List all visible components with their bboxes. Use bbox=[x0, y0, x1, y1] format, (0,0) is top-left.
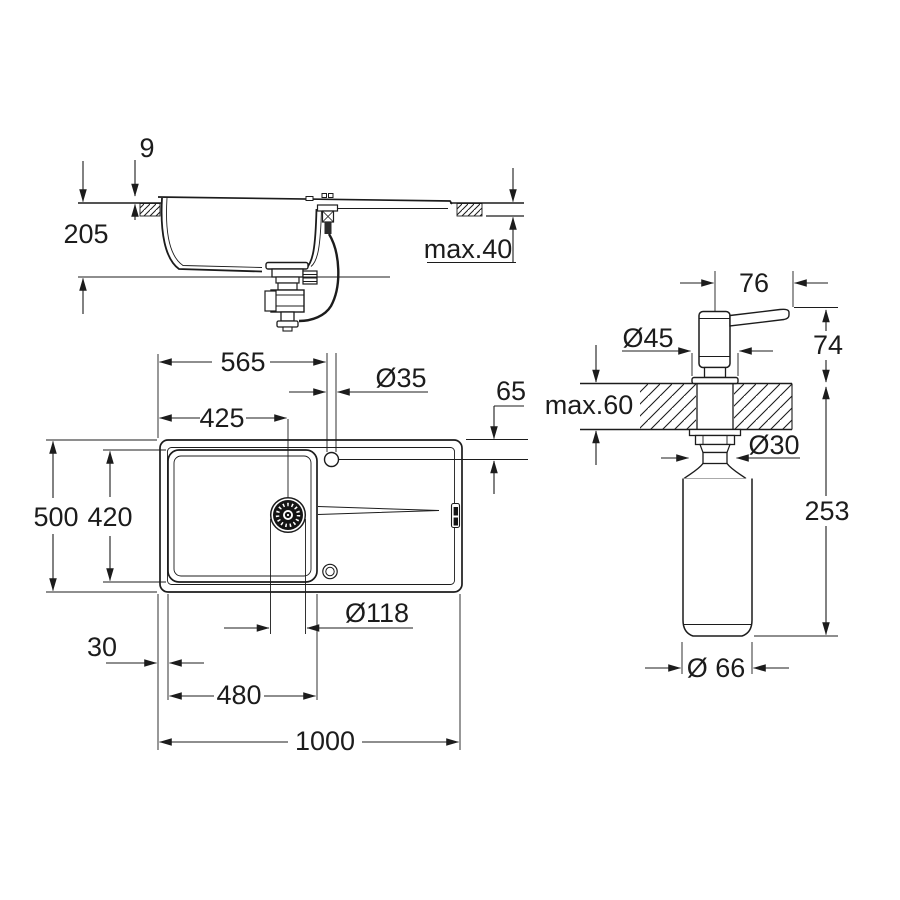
dim-label-bowl-length: 480 bbox=[216, 680, 261, 710]
dim-label-bottle-diameter: Ø 66 bbox=[687, 653, 746, 683]
bowl-overflow-inner bbox=[325, 566, 335, 577]
pump-body bbox=[698, 310, 731, 369]
dispenser-view: 76 Ø45 74 max.60 Ø30 253 Ø 66 bbox=[545, 268, 850, 683]
dispenser-counter-hatch-left bbox=[640, 384, 696, 429]
waste-actuator bbox=[264, 290, 277, 312]
pump-neck bbox=[703, 366, 727, 379]
dim-label-tap-hole-diameter: Ø35 bbox=[375, 363, 426, 393]
waste-taper bbox=[277, 282, 298, 291]
dim-label-bottle-height: 253 bbox=[804, 496, 849, 526]
bowl-wall-right-inner bbox=[310, 208, 322, 267]
dim-label-left-margin: 30 bbox=[87, 632, 117, 662]
locknut-facets bbox=[702, 435, 728, 445]
bowl-wall-left bbox=[160, 197, 263, 273]
dim-label-sink-length: 1000 bbox=[295, 726, 355, 756]
bottle-shoulder-flare bbox=[683, 463, 747, 480]
edge-slot-fill-bottom bbox=[453, 517, 458, 526]
bowl-wall-right bbox=[305, 208, 318, 270]
shank-locknut bbox=[694, 434, 736, 446]
tap-nut bbox=[324, 222, 332, 234]
dim-label-flange-diameter: Ø45 bbox=[622, 323, 673, 353]
drain-cap-center bbox=[286, 513, 290, 517]
dim-label-drain-offset-x: 425 bbox=[199, 403, 244, 433]
sink-side-view: 9 205 max.40 bbox=[63, 133, 524, 332]
strainer-flange bbox=[265, 261, 309, 270]
pump-body-seams bbox=[699, 318, 730, 357]
bowl-inner-line bbox=[173, 455, 312, 577]
dim-label-tap-offset-y: 65 bbox=[496, 376, 526, 406]
overflow-nipple bbox=[302, 270, 318, 285]
strainer-body bbox=[271, 268, 304, 278]
dim-label-spout-reach: 76 bbox=[739, 268, 769, 298]
shank-washer bbox=[688, 428, 742, 437]
overflow-plug bbox=[305, 196, 314, 201]
overflow-nipple-ribs bbox=[303, 274, 317, 282]
drain-slots bbox=[275, 502, 301, 528]
strainer-neck bbox=[275, 276, 300, 284]
dim-label-counter-max60: max.60 bbox=[545, 390, 634, 420]
overflow-hose bbox=[298, 233, 340, 323]
dim-label-bowl-depth: 205 bbox=[63, 219, 108, 249]
tap-washer bbox=[316, 204, 339, 212]
dispenser-counter-hatch-right bbox=[734, 384, 792, 429]
waste-tailpipe bbox=[280, 311, 295, 322]
pump-shank bbox=[696, 383, 734, 430]
pump-flange bbox=[691, 376, 739, 385]
dim-label-shank-diameter: Ø30 bbox=[748, 430, 799, 460]
counter-hatch-left bbox=[139, 203, 161, 217]
edge-slot-fill-top bbox=[453, 507, 458, 516]
waste-outlet bbox=[282, 326, 293, 332]
dispenser-counter-lines bbox=[580, 382, 792, 431]
bottle-neck-tube bbox=[702, 451, 728, 465]
dim-label-bowl-width: 420 bbox=[87, 502, 132, 532]
counter-hatch-right bbox=[456, 203, 483, 217]
dim-label-rim-height: 9 bbox=[139, 133, 154, 163]
dim-label-drain-diameter: Ø118 bbox=[345, 598, 409, 628]
dim-label-pump-height: 74 bbox=[813, 330, 843, 360]
bowl-wall-left-inner bbox=[166, 197, 263, 268]
tap-shank-cross bbox=[322, 210, 334, 223]
tap-plug-left bbox=[321, 193, 327, 198]
tap-hole bbox=[323, 451, 340, 468]
dim-label-sink-width: 500 bbox=[33, 502, 78, 532]
pump-spout bbox=[729, 308, 790, 327]
dim-label-tap-offset-x: 565 bbox=[220, 347, 265, 377]
sink-rim-profile bbox=[157, 196, 453, 205]
tap-plug-right bbox=[328, 193, 334, 198]
dim-label-counter-max40: max.40 bbox=[424, 234, 513, 264]
drainboard-groove bbox=[317, 506, 440, 515]
shank-taper bbox=[699, 443, 731, 454]
bottle-body bbox=[682, 478, 753, 637]
sink-top-view: 565 Ø35 425 65 500 420 Ø118 30 480 bbox=[33, 347, 528, 756]
waste-flange bbox=[276, 320, 299, 328]
